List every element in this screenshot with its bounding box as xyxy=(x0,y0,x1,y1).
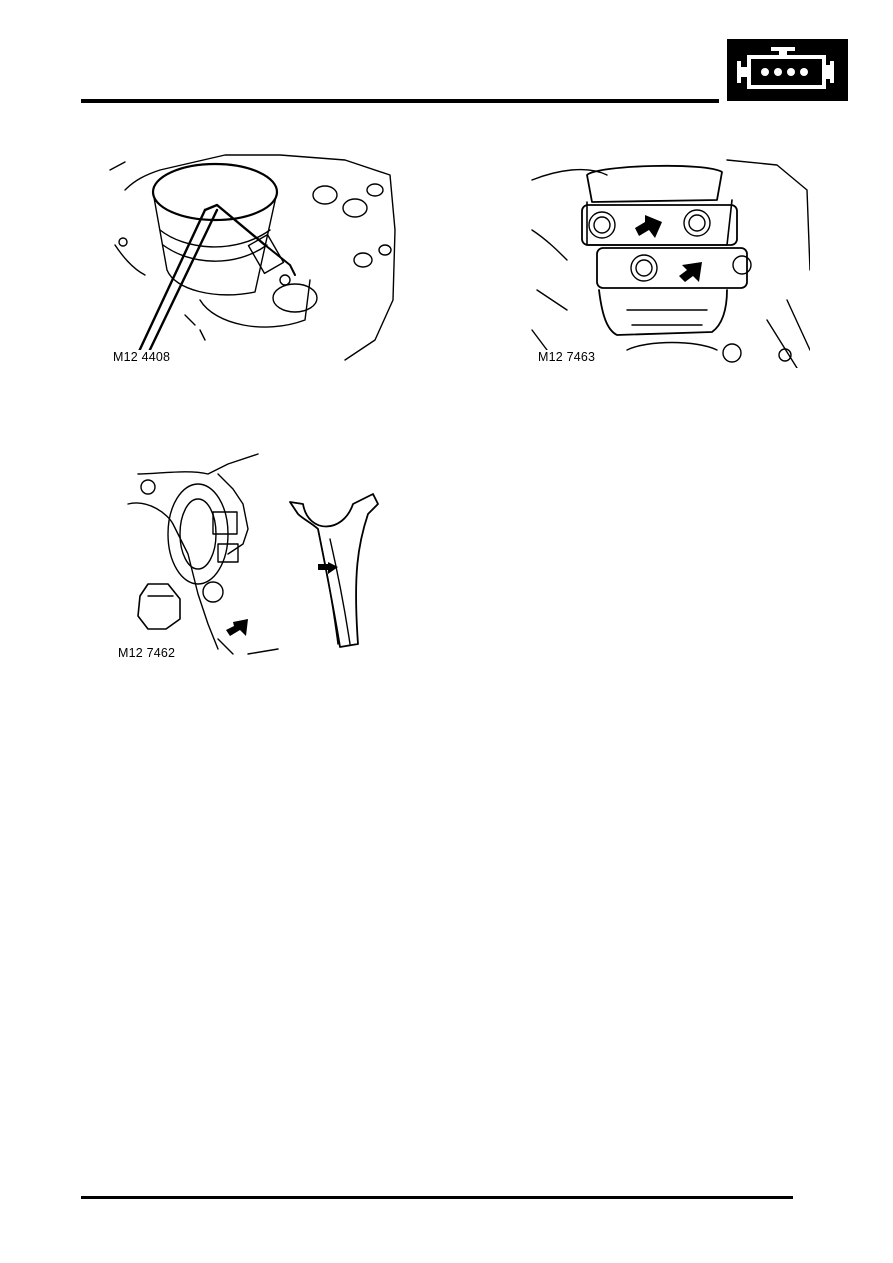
figure-caption: M12 4408 xyxy=(113,350,174,364)
section-tab xyxy=(727,39,848,101)
figure-caption: M12 7463 xyxy=(538,350,599,364)
engine-icon xyxy=(727,39,848,101)
figure-connecting-rod xyxy=(118,444,388,659)
figure-bearing-caps xyxy=(527,150,810,368)
footer-rule xyxy=(81,1196,793,1199)
figure-piston-installation xyxy=(105,150,398,368)
figure-caption: M12 7462 xyxy=(118,646,179,660)
header-rule xyxy=(81,99,719,103)
